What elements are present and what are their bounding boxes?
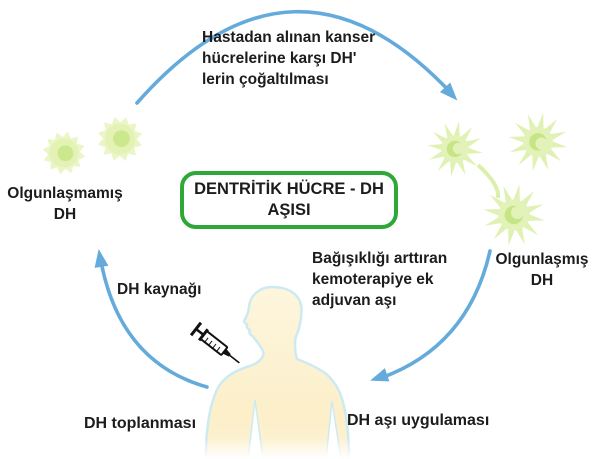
label-mature-dc: Olgunlaşmış DH bbox=[495, 251, 589, 289]
mature-cell-icon bbox=[423, 99, 581, 256]
human-figure bbox=[195, 285, 360, 459]
title-box: DENTRİTİK HÜCRE - DH AŞISI bbox=[180, 171, 398, 229]
cycle-arrow-left bbox=[91, 247, 209, 389]
label-top-process: Hastadan alınan kanser hücrelerine karşı… bbox=[202, 29, 376, 88]
syringe-icon bbox=[189, 321, 240, 364]
label-dc-source: DH kaynağı bbox=[117, 281, 202, 298]
label-dc-vaccination: DH aşı uygulaması bbox=[347, 412, 490, 429]
cycle-arrow-right bbox=[367, 249, 492, 388]
cycle-arrow-top bbox=[135, 9, 463, 106]
label-dc-collection: DH toplanması bbox=[84, 415, 197, 432]
label-adjuvant-vaccine: Bağışıklığı arttıran kemoterapiye ek adj… bbox=[312, 250, 448, 309]
diagram-title: DENTRİTİK HÜCRE - DH AŞISI bbox=[194, 179, 384, 219]
immature-cell-icon bbox=[38, 111, 148, 179]
label-immature-dc: Olgunlaşmamış DH bbox=[7, 185, 123, 223]
